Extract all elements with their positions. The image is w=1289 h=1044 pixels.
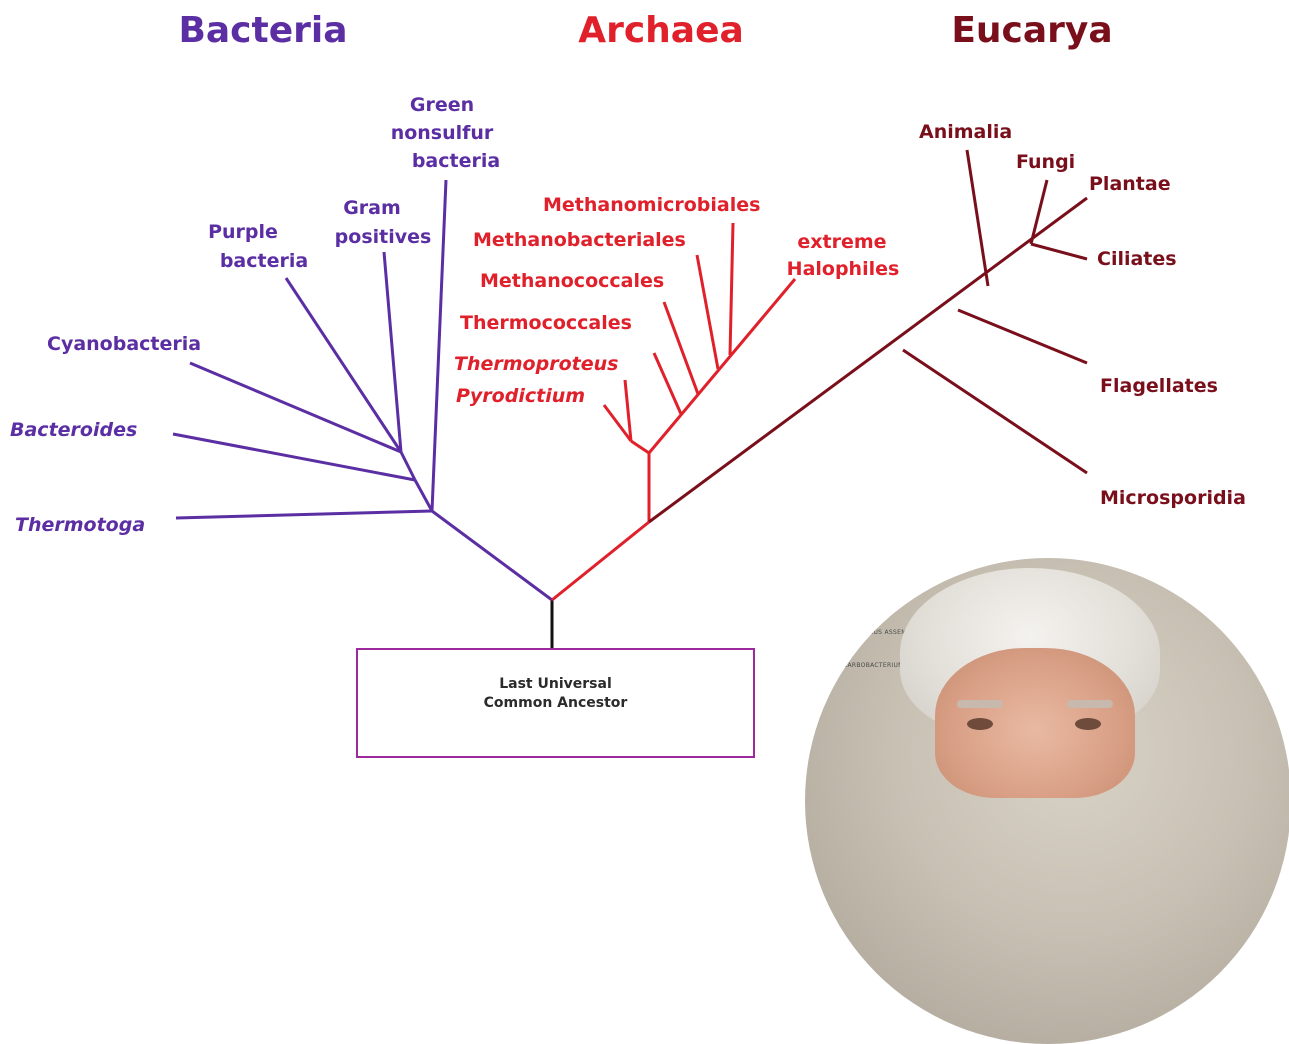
archaea-labels: Methanomicrobiales Methanobacteriales ex… — [454, 194, 899, 407]
label-fungi: Fungi — [1016, 151, 1075, 173]
label-gram-2: positives — [335, 226, 432, 248]
label-green-1: Green — [410, 94, 474, 116]
archaea-title: Archaea — [578, 10, 744, 51]
label-animalia: Animalia — [919, 121, 1012, 143]
thermococcales-branch — [654, 353, 681, 414]
portrait-brow-right — [1067, 700, 1113, 708]
label-flagellates: Flagellates — [1100, 375, 1218, 397]
purple-bacteria-branch — [286, 278, 401, 452]
label-cyanobacteria: Cyanobacteria — [47, 333, 201, 355]
archaea-node-left — [631, 441, 649, 453]
label-thermotoga: Thermotoga — [15, 514, 145, 536]
bacteroides-branch — [173, 434, 415, 480]
archaea-spine — [649, 279, 795, 453]
label-ciliates: Ciliates — [1097, 248, 1177, 270]
bacteria-labels: Green nonsulfur bacteria Gram positives … — [10, 94, 500, 536]
animalia-branch — [967, 150, 988, 286]
gram-positives-branch — [384, 252, 401, 452]
label-methanobacteriales: Methanobacteriales — [473, 229, 686, 251]
label-green-2: nonsulfur — [391, 122, 494, 144]
label-gram-1: Gram — [343, 197, 401, 219]
wall-sign-2: CARBOBACTERIUM — [843, 662, 904, 669]
methanobacteriales-branch — [697, 255, 718, 369]
archaea-stem — [552, 522, 649, 600]
label-purple-1: Purple — [208, 221, 278, 243]
luca-line-1: Last Universal — [358, 675, 753, 694]
label-microsporidia: Microsporidia — [1100, 487, 1246, 509]
label-extreme: extreme — [797, 231, 886, 253]
portrait-face — [935, 648, 1135, 798]
label-thermococcales: Thermococcales — [460, 312, 632, 334]
label-methanococcales: Methanococcales — [480, 270, 664, 292]
bacteria-title: Bacteria — [178, 10, 347, 51]
thermotoga-branch — [176, 511, 432, 518]
label-green-3: bacteria — [412, 150, 500, 172]
luca-label: Last Universal Common Ancestor — [358, 675, 753, 713]
label-plantae: Plantae — [1089, 173, 1171, 195]
label-methanomicrobiales: Methanomicrobiales — [543, 194, 760, 216]
microsporidia-branch — [903, 350, 1087, 473]
portrait-eye-right — [1075, 718, 1101, 730]
cyanobacteria-branch — [190, 363, 401, 452]
label-pyrodictium: Pyrodictium — [456, 385, 585, 407]
bacteria-node-3 — [401, 452, 415, 480]
methanococcales-branch — [664, 302, 698, 394]
green-nonsulfur-branch — [432, 180, 446, 511]
luca-line-2: Common Ancestor — [358, 694, 753, 713]
label-purple-2: bacteria — [220, 250, 308, 272]
portrait-eye-left — [967, 718, 993, 730]
methanomicrobiales-branch — [730, 223, 733, 355]
eucarya-title: Eucarya — [951, 10, 1112, 51]
label-halophiles: Halophiles — [787, 258, 900, 280]
label-bacteroides: Bacteroides — [10, 419, 137, 441]
label-thermoproteus: Thermoproteus — [454, 353, 618, 375]
bacteria-node-2 — [415, 480, 432, 511]
ciliates-branch — [1031, 244, 1087, 259]
flagellates-branch — [958, 310, 1087, 363]
portrait-brow-left — [957, 700, 1003, 708]
bacteria-stem — [432, 511, 552, 600]
portrait-photo: COCCUS ASSEMBLA CARBOBACTERIUM — [805, 558, 1289, 1044]
